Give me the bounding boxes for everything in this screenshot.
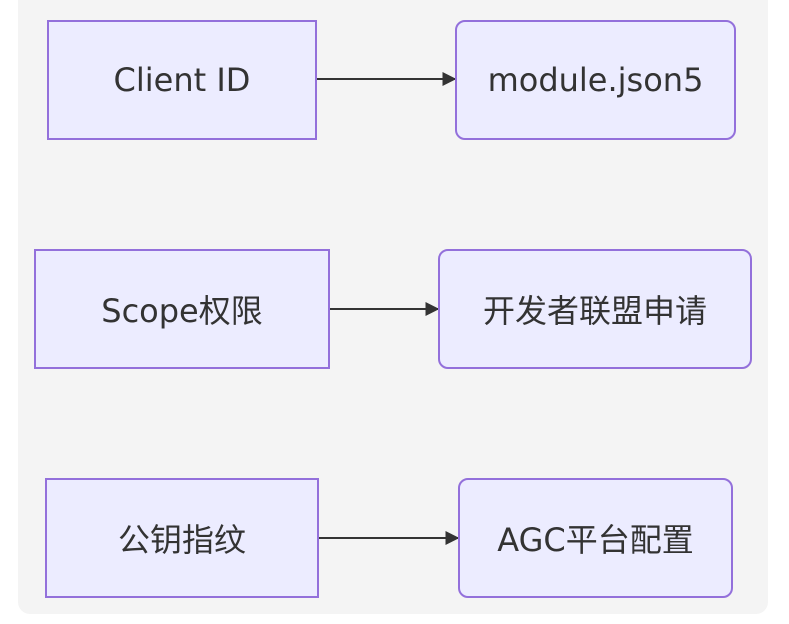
node-scope-label: Scope权限 [101, 292, 263, 330]
node-scope: Scope权限 [34, 249, 330, 369]
node-agc-platform-label: AGC平台配置 [497, 521, 694, 559]
node-module-json5-label: module.json5 [487, 61, 704, 99]
node-developer-alliance: 开发者联盟申请 [438, 249, 752, 369]
node-agc-platform: AGC平台配置 [458, 478, 733, 598]
node-client-id-label: Client ID [113, 61, 251, 99]
node-public-key-label: 公钥指纹 [117, 521, 246, 559]
node-developer-alliance-label: 开发者联盟申请 [482, 292, 707, 330]
node-module-json5: module.json5 [455, 20, 736, 140]
node-client-id: Client ID [47, 20, 317, 140]
node-public-key: 公钥指纹 [45, 478, 319, 598]
